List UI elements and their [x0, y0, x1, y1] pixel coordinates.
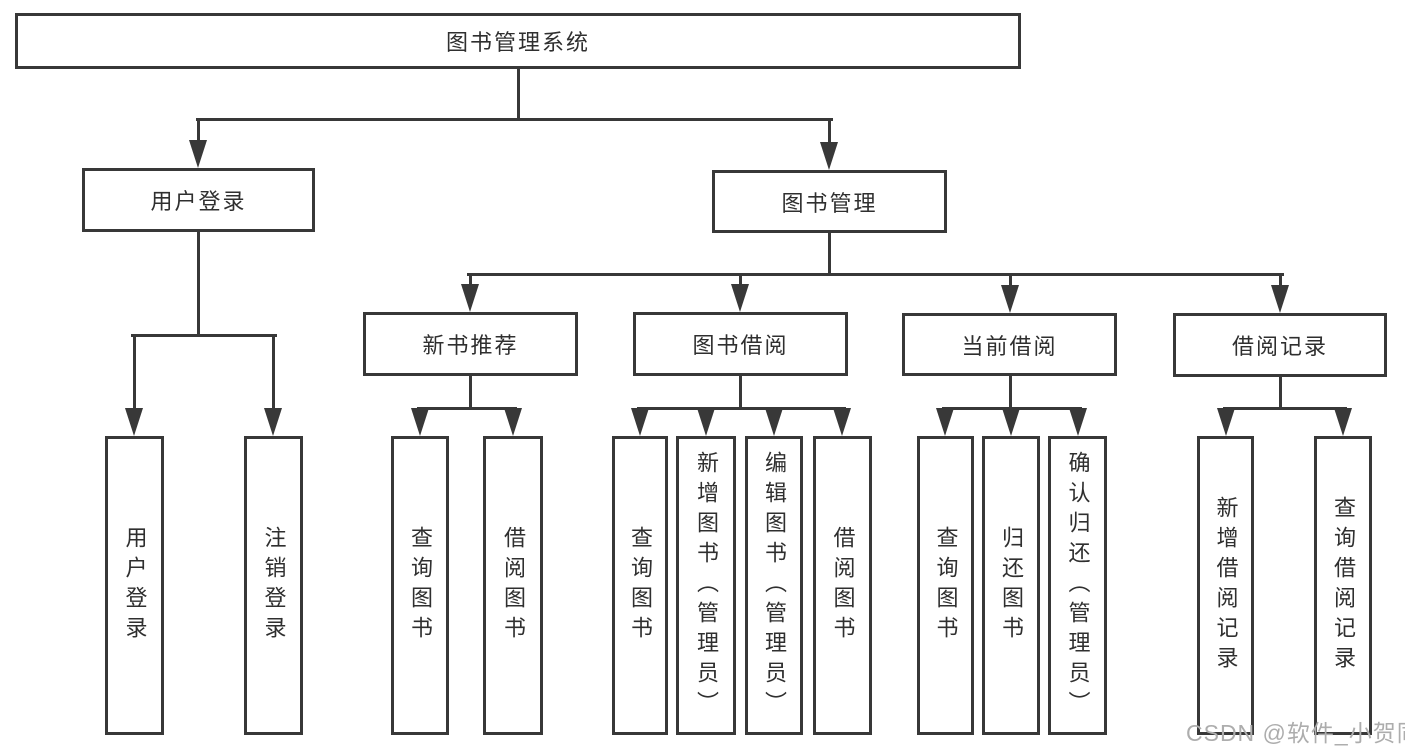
box-leaf-borrow-books-2: 借阅图书: [813, 436, 872, 735]
box-label: 归还图书: [999, 525, 1024, 646]
box-current-borrowing: 当前借阅: [902, 313, 1117, 376]
connector-line: [1008, 376, 1012, 410]
arrowhead-icon: [731, 284, 749, 312]
arrowhead-icon: [1334, 408, 1352, 436]
connector-line: [827, 118, 831, 148]
box-label: 用户登录: [122, 525, 148, 646]
box-label: 当前借阅: [961, 333, 1058, 359]
box-label: 查询借阅记录: [1331, 495, 1356, 676]
box-label: 查询图书: [408, 525, 433, 646]
watermark: CSDN @软件_小贺同学: [1186, 720, 1405, 746]
arrowhead-icon: [1069, 408, 1087, 436]
arrowhead-icon: [820, 142, 838, 170]
box-leaf-user-login: 用户登录: [105, 436, 164, 735]
box-leaf-confirm-return: 确认归还（管理员）: [1048, 436, 1107, 735]
arrowhead-icon: [189, 140, 207, 168]
box-new-book-recommend: 新书推荐: [363, 312, 578, 376]
connector-line: [738, 376, 742, 410]
box-label: 借阅记录: [1231, 334, 1328, 359]
arrowhead-icon: [697, 408, 715, 436]
box-user-login: 用户登录: [82, 168, 315, 232]
box-book-management: 图书管理: [712, 170, 947, 233]
connector-line: [1008, 273, 1012, 291]
arrowhead-icon: [264, 408, 282, 436]
arrowhead-icon: [504, 408, 522, 436]
box-leaf-add-borrow-record: 新增借阅记录: [1197, 436, 1254, 735]
connector-line: [196, 232, 200, 337]
box-leaf-query-books-2: 查询图书: [612, 436, 668, 735]
box-label: 确认归还（管理员）: [1065, 450, 1091, 721]
arrowhead-icon: [461, 284, 479, 312]
connector-line: [636, 407, 846, 410]
box-leaf-logout: 注销登录: [244, 436, 303, 735]
box-label: 图书管理: [781, 190, 878, 216]
connector-line: [416, 407, 517, 410]
connector-line: [468, 376, 472, 410]
connector-line: [1278, 377, 1282, 410]
arrowhead-icon: [411, 408, 429, 436]
connector-line: [1278, 273, 1282, 291]
box-label: 借阅图书: [830, 525, 856, 646]
box-leaf-borrow-books-1: 借阅图书: [483, 436, 543, 735]
box-leaf-query-books-3: 查询图书: [917, 436, 974, 735]
arrowhead-icon: [1001, 285, 1019, 313]
connector-line: [132, 334, 136, 414]
box-label: 查询图书: [933, 525, 959, 646]
box-leaf-edit-books: 编辑图书（管理员）: [745, 436, 803, 735]
connector-line: [130, 334, 277, 337]
box-label: 借阅图书: [501, 525, 526, 646]
box-label: 编辑图书（管理员）: [762, 450, 787, 721]
connector-line: [468, 273, 472, 290]
box-label: 新书推荐: [422, 333, 519, 358]
connector-line: [466, 273, 1284, 276]
box-leaf-query-books-1: 查询图书: [391, 436, 449, 735]
box-label: 新增图书（管理员）: [694, 450, 719, 721]
box-label: 注销登录: [261, 525, 287, 646]
connector-line: [738, 273, 742, 290]
arrowhead-icon: [631, 408, 649, 436]
box-label: 图书管理系统: [445, 30, 590, 55]
connector-line: [196, 118, 200, 146]
arrowhead-icon: [1271, 285, 1289, 313]
box-leaf-return-books: 归还图书: [982, 436, 1040, 735]
box-root: 图书管理系统: [15, 13, 1021, 69]
connector-line: [195, 118, 833, 121]
box-borrow-records: 借阅记录: [1173, 313, 1387, 377]
arrowhead-icon: [833, 408, 851, 436]
connector-line: [516, 69, 520, 120]
connector-line: [271, 334, 275, 414]
arrowhead-icon: [936, 408, 954, 436]
connector-line: [1222, 407, 1347, 410]
box-label: 查询图书: [628, 525, 653, 646]
box-leaf-query-borrow-record: 查询借阅记录: [1314, 436, 1372, 735]
box-label: 图书借阅: [692, 333, 789, 358]
arrowhead-icon: [125, 408, 143, 436]
connector-line: [827, 233, 831, 276]
arrowhead-icon: [1002, 408, 1020, 436]
box-book-borrowing: 图书借阅: [633, 312, 848, 376]
box-leaf-add-books: 新增图书（管理员）: [676, 436, 736, 735]
box-label: 新增借阅记录: [1213, 495, 1239, 676]
arrowhead-icon: [765, 408, 783, 436]
arrowhead-icon: [1217, 408, 1235, 436]
box-label: 用户登录: [150, 189, 247, 214]
